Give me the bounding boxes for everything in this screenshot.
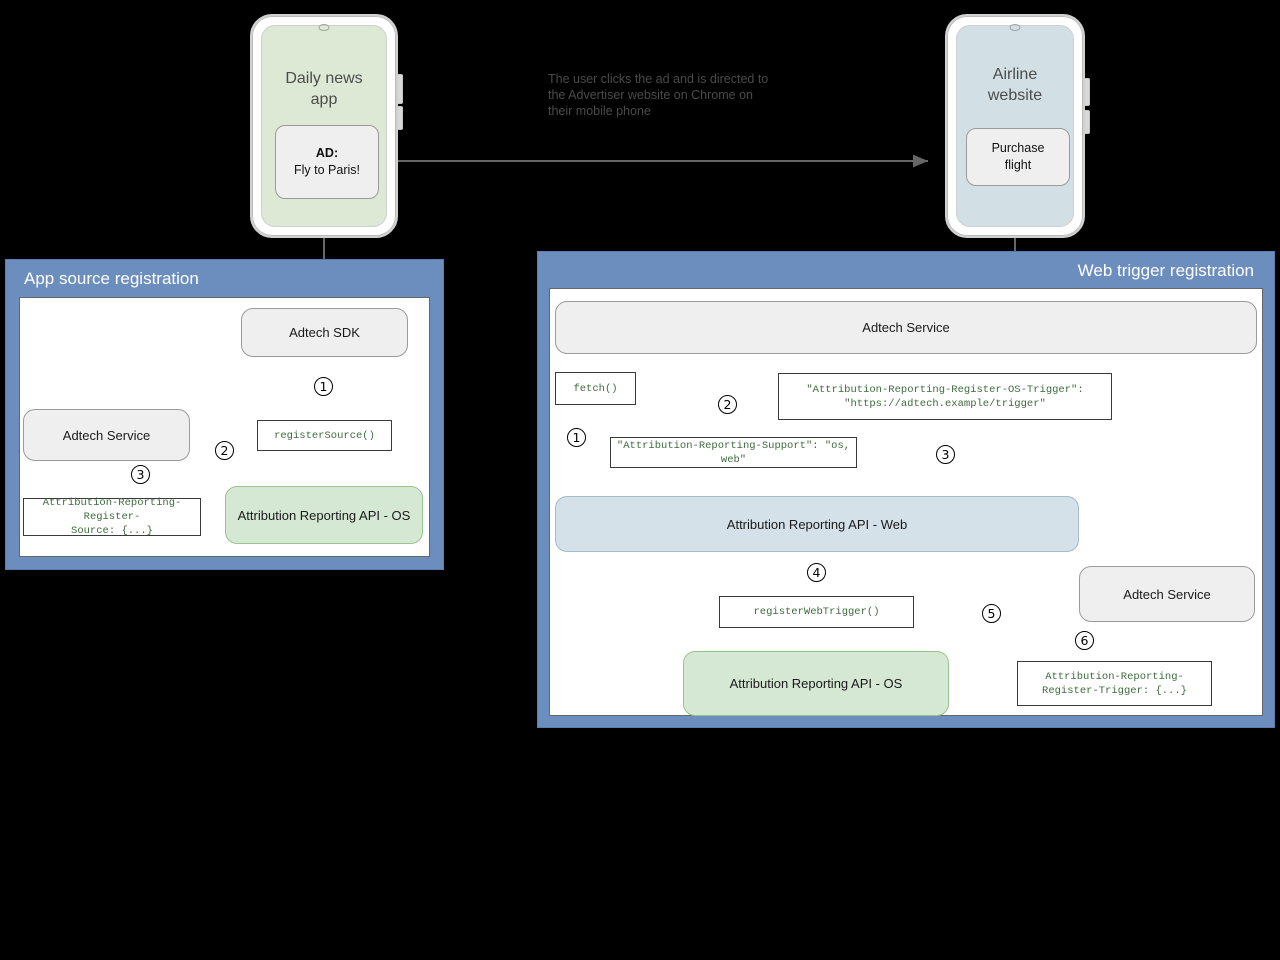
- codebox-register-source-header-text: Attribution-Reporting-Register- Source: …: [42, 497, 182, 537]
- purchase-flight-card[interactable]: Purchase flight: [966, 128, 1070, 186]
- web-trigger-registration-title: Web trigger registration: [1077, 261, 1254, 280]
- node-attribution-api-os-web-label: Attribution Reporting API - OS: [729, 676, 903, 691]
- ad-card-label: AD:: [315, 146, 339, 160]
- step-marker-web-5: 5: [982, 604, 1001, 623]
- codebox-fetch-text: fetch(): [573, 382, 618, 395]
- airline-website-title: Airline website: [987, 66, 1043, 104]
- phone-screen-right: [956, 25, 1074, 227]
- codebox-register-source: registerSource(): [257, 420, 392, 451]
- phone-side-button-lower-right: [1085, 110, 1090, 134]
- daily-news-app-title: Daily news app: [285, 70, 363, 108]
- phone-camera-icon: [318, 24, 330, 31]
- codebox-register-trigger-header: Attribution-Reporting- Register-Trigger:…: [1017, 661, 1212, 706]
- phone-daily-news-app: Daily news app AD: Fly to Paris!: [250, 14, 403, 238]
- codebox-register-os-trigger: "Attribution-Reporting-Register-OS-Trigg…: [778, 373, 1112, 420]
- phone-camera-icon-right: [1009, 24, 1021, 31]
- codebox-register-source-header: Attribution-Reporting-Register- Source: …: [23, 497, 201, 537]
- node-adtech-service-web-top[interactable]: Adtech Service: [555, 301, 1257, 354]
- step-marker-web-4: 4: [807, 563, 826, 582]
- codebox-register-web-trigger-text: registerWebTrigger(): [753, 606, 880, 618]
- node-adtech-sdk[interactable]: Adtech SDK: [241, 308, 408, 357]
- codebox-register-trigger-header-text: Attribution-Reporting- Register-Trigger:…: [1042, 670, 1187, 697]
- node-attribution-api-web[interactable]: Attribution Reporting API - Web: [555, 496, 1079, 552]
- node-adtech-service-app[interactable]: Adtech Service: [23, 409, 190, 461]
- node-attribution-api-os-app[interactable]: Attribution Reporting API - OS: [225, 486, 423, 544]
- app-source-registration-title: App source registration: [24, 269, 199, 288]
- step-marker-web-3: 3: [936, 445, 955, 464]
- ad-card-text: Fly to Paris!: [294, 163, 360, 177]
- node-attribution-api-os-web[interactable]: Attribution Reporting API - OS: [683, 651, 949, 716]
- node-adtech-service-app-label: Adtech Service: [62, 427, 151, 443]
- node-adtech-service-web-top-label: Adtech Service: [862, 320, 950, 335]
- codebox-fetch: fetch(): [555, 372, 636, 405]
- step-marker-web-2: 2: [718, 395, 737, 414]
- codebox-register-source-text: registerSource(): [274, 429, 375, 442]
- ad-click-annotation: The user clicks the ad and is directed t…: [548, 72, 769, 118]
- step-marker-web-1: 1: [567, 428, 586, 447]
- step-marker-app-2: 2: [215, 441, 234, 460]
- codebox-attribution-reporting-support-text: "Attribution-Reporting-Support": "os, we…: [616, 439, 851, 466]
- codebox-attribution-reporting-support: "Attribution-Reporting-Support": "os, we…: [610, 437, 857, 468]
- node-adtech-sdk-label: Adtech SDK: [289, 325, 360, 340]
- node-attribution-api-os-app-label: Attribution Reporting API - OS: [237, 507, 411, 523]
- phone-airline-website: Airline website Purchase flight: [945, 14, 1090, 238]
- node-adtech-service-web-bottom-label: Adtech Service: [1123, 586, 1211, 602]
- step-marker-web-6: 6: [1075, 631, 1094, 650]
- purchase-flight-line1: Purchase: [991, 141, 1045, 155]
- codebox-register-os-trigger-text: "Attribution-Reporting-Register-OS-Trigg…: [806, 383, 1084, 410]
- phone-side-button-lower-left: [398, 106, 403, 130]
- step-marker-app-1: 1: [314, 377, 333, 396]
- phone-side-button-upper-left: [398, 74, 403, 104]
- purchase-flight-line2: flight: [1004, 158, 1032, 172]
- step-marker-app-3: 3: [131, 465, 150, 484]
- phone-side-button-upper-right: [1085, 78, 1090, 106]
- node-attribution-api-web-label: Attribution Reporting API - Web: [726, 516, 908, 532]
- ad-card-fly-to-paris[interactable]: AD: Fly to Paris!: [275, 125, 379, 199]
- codebox-register-web-trigger: registerWebTrigger(): [719, 596, 914, 628]
- node-adtech-service-web-bottom[interactable]: Adtech Service: [1079, 566, 1255, 622]
